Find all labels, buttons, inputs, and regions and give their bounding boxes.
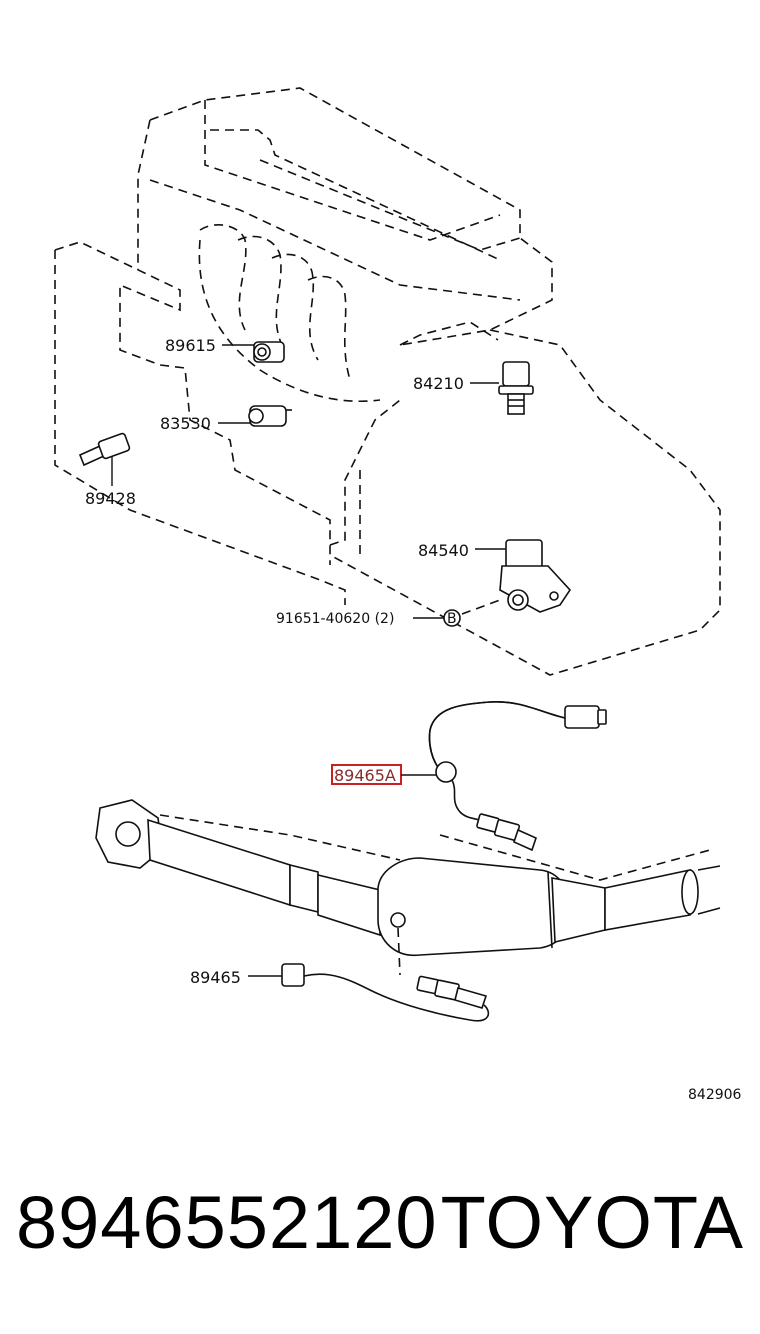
label-89465A: 89465A: [334, 766, 396, 785]
footer: 8946552120 TOYOTA: [0, 1180, 760, 1290]
bolt-91651: B: [413, 599, 501, 627]
sensor-84540: [475, 539, 572, 613]
brand-name: TOYOTA: [440, 1181, 744, 1264]
illustration-code: 842906: [688, 1087, 742, 1103]
bracket-plate: [54, 241, 346, 605]
sensor-84210: [470, 361, 534, 415]
sensor-89428: [78, 432, 131, 486]
label-84210: 84210: [413, 374, 464, 393]
exhaust-system: [95, 799, 721, 976]
sensor-83530: [218, 405, 292, 427]
label-89465: 89465: [190, 968, 241, 987]
bolt-symbol: B: [447, 611, 457, 627]
label-89428: 89428: [85, 489, 136, 508]
oxygen-sensor-downstream: [248, 963, 490, 1022]
label-89615: 89615: [165, 336, 216, 355]
engine-outline: [137, 87, 721, 676]
intake-manifold: [198, 224, 381, 403]
oxygen-sensor-upstream: [428, 701, 607, 852]
part-number: 8946552120: [16, 1181, 438, 1264]
label-91651: 91651-40620 (2): [276, 611, 394, 627]
label-89465A-highlight[interactable]: 89465A: [331, 764, 402, 785]
label-84540: 84540: [418, 541, 469, 560]
sensor-89615: [222, 341, 285, 363]
label-83530: 83530: [160, 414, 211, 433]
